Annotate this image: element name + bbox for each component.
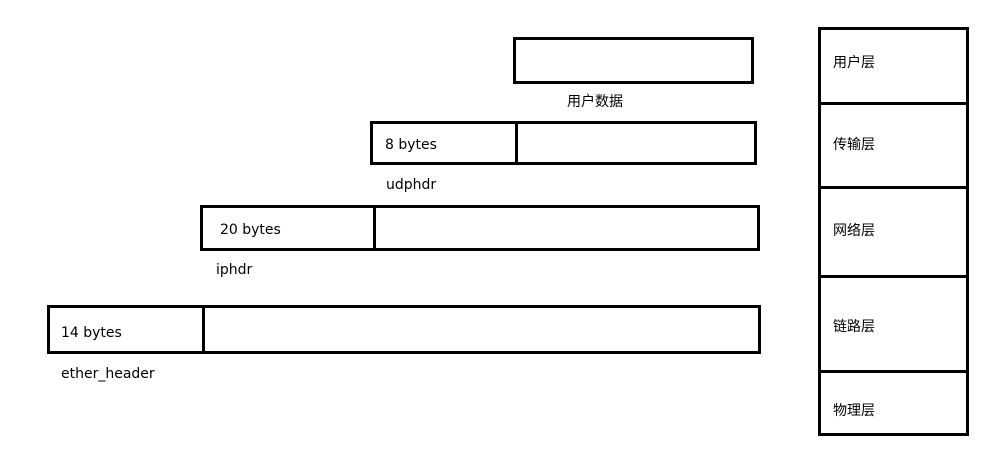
ether-frame-box: 14 bytes [47, 305, 761, 354]
user-data-caption: 用户数据 [567, 94, 623, 110]
layer-label-link: 链路层 [833, 319, 875, 335]
layer-separator [821, 370, 966, 373]
layer-separator [821, 275, 966, 278]
ip-caption: iphdr [216, 262, 253, 278]
user-data-box [513, 37, 754, 84]
udp-caption: udphdr [386, 177, 437, 193]
layer-separator [821, 186, 966, 189]
layer-label-user: 用户层 [833, 55, 875, 71]
layer-label-physical: 物理层 [833, 403, 875, 419]
ether-caption: ether_header [61, 366, 155, 382]
udp-header-size: 8 bytes [385, 137, 437, 153]
ether-header-size: 14 bytes [61, 325, 122, 341]
layer-separator [821, 102, 966, 105]
ip-header-size: 20 bytes [220, 222, 281, 238]
ether-header-divider [202, 308, 205, 351]
protocol-layer-stack: 用户层 传输层 网络层 链路层 物理层 [818, 27, 969, 436]
layer-label-network: 网络层 [833, 223, 875, 239]
layer-label-transport: 传输层 [833, 137, 875, 153]
udp-header-divider [515, 124, 518, 162]
ip-packet-box: 20 bytes [200, 205, 760, 251]
udp-packet-box: 8 bytes [370, 121, 757, 165]
ip-header-divider [373, 208, 376, 248]
